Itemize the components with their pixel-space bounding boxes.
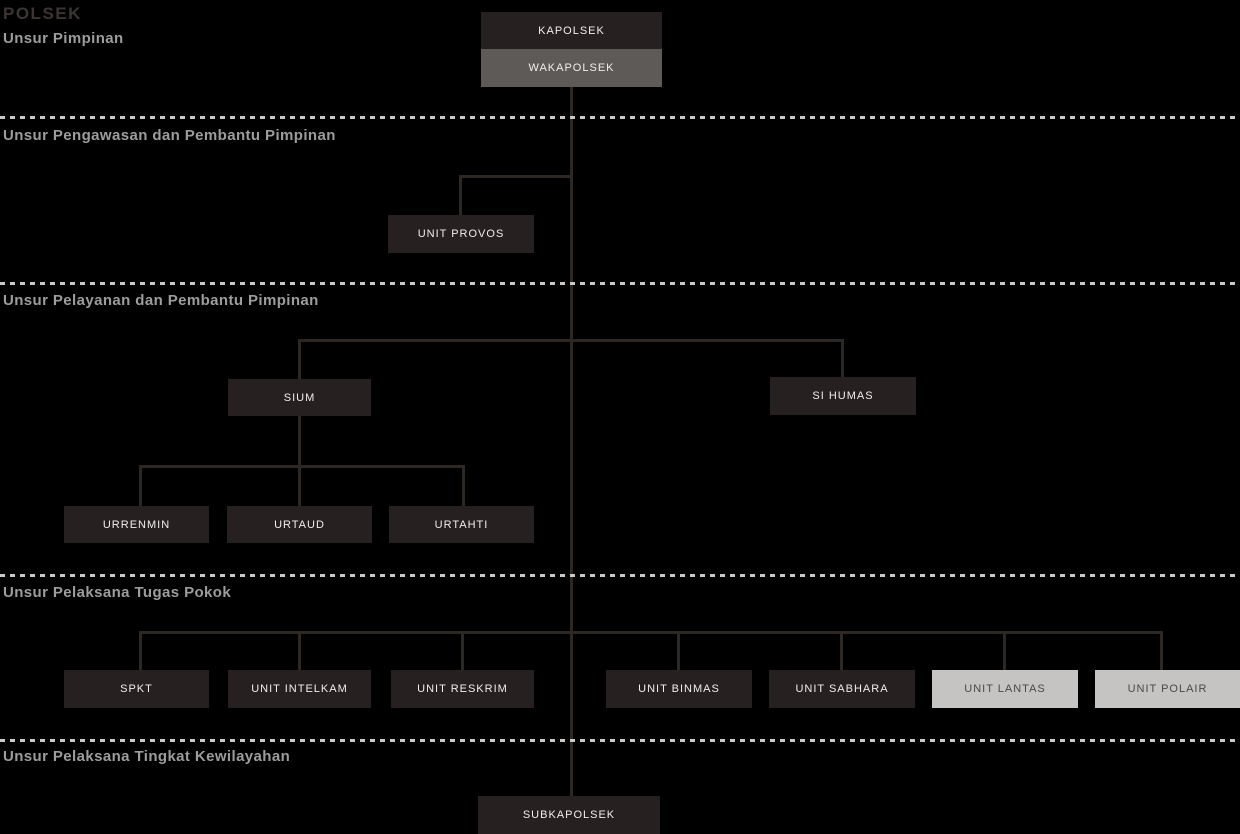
node-sium: SIUM: [228, 379, 371, 416]
node-unit-sabhara: UNIT SABHARA: [769, 670, 915, 708]
page-title: POLSEK: [3, 4, 82, 23]
section-label-pelayanan: Unsur Pelayanan dan Pembantu Pimpinan: [3, 292, 319, 309]
section-divider-4: [0, 739, 1240, 742]
connector-main-vertical: [570, 87, 573, 797]
node-unit-intelkam: UNIT INTELKAM: [228, 670, 371, 708]
connector-pelayanan-horizontal: [298, 339, 844, 342]
section-label-tugas-pokok: Unsur Pelaksana Tugas Pokok: [3, 584, 232, 601]
node-unit-polair: UNIT POLAIR: [1095, 670, 1240, 708]
node-wakapolsek: WAKAPOLSEK: [481, 49, 662, 87]
node-si-humas: SI HUMAS: [770, 377, 916, 415]
connector-lantas-drop: [1003, 631, 1006, 670]
connector-units-horizontal: [139, 631, 1163, 634]
connector-sabhara-drop: [840, 631, 843, 670]
connector-spkt-drop: [139, 631, 142, 670]
section-divider-2: [0, 282, 1240, 285]
section-label-pimpinan: Unsur Pimpinan: [3, 30, 124, 47]
node-unit-lantas: UNIT LANTAS: [932, 670, 1078, 708]
connector-binmas-drop: [677, 631, 680, 670]
node-spkt: SPKT: [64, 670, 209, 708]
node-unit-binmas: UNIT BINMAS: [606, 670, 752, 708]
node-urtaud: URTAUD: [227, 506, 372, 543]
section-divider-1: [0, 116, 1240, 119]
connector-sium-sub-vertical: [298, 416, 301, 506]
section-label-kewilayahan: Unsur Pelaksana Tingkat Kewilayahan: [3, 748, 291, 765]
connector-provos-horizontal: [459, 175, 572, 178]
section-divider-3: [0, 574, 1240, 577]
connector-intelkam-drop: [298, 631, 301, 670]
node-unit-reskrim: UNIT RESKRIM: [391, 670, 534, 708]
node-urtahti: URTAHTI: [389, 506, 534, 543]
connector-urrenmin-drop: [139, 465, 142, 506]
connector-sium-sub-horizontal: [139, 465, 465, 468]
connector-urtahti-drop: [462, 465, 465, 506]
node-kapolsek: KAPOLSEK: [481, 12, 662, 49]
node-subkapolsek: SUBKAPOLSEK: [478, 796, 660, 834]
section-label-pengawasan: Unsur Pengawasan dan Pembantu Pimpinan: [3, 127, 336, 144]
connector-provos-drop: [459, 175, 462, 215]
connector-polair-drop: [1160, 631, 1163, 670]
connector-reskrim-drop: [461, 631, 464, 670]
connector-sihumas-drop: [841, 339, 844, 377]
node-unit-provos: UNIT PROVOS: [388, 215, 534, 253]
connector-sium-drop: [298, 339, 301, 379]
node-urrenmin: URRENMIN: [64, 506, 209, 543]
